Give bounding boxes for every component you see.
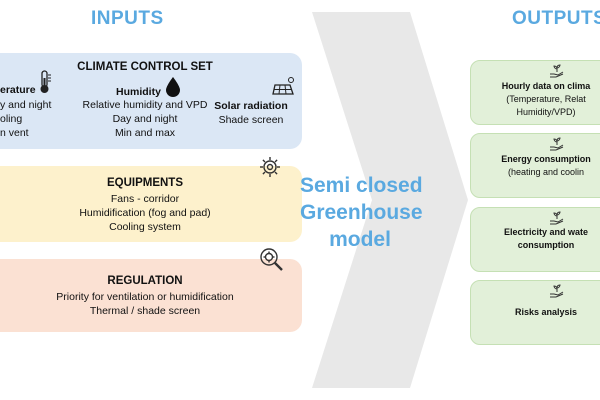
hand-plant-icon: [550, 284, 564, 298]
model-label-line-2: Greenhouse: [300, 201, 423, 224]
output-box-1: [470, 60, 600, 125]
output-1-line-2: Humidity/VPD): [516, 107, 576, 117]
model-label-line-3: model: [329, 228, 391, 251]
gear-icon: [260, 157, 280, 177]
output-box-3: [470, 207, 600, 272]
equipments-box: [0, 166, 302, 242]
temperature-line-1: y and night: [0, 99, 52, 111]
inputs-heading: INPUTS: [91, 8, 164, 29]
equipments-title: EQUIPMENTS: [106, 177, 184, 189]
solar-title: Solar radiation: [214, 100, 288, 112]
equipments-line-1: Fans - corridor: [110, 193, 180, 205]
output-3-title: Electricity and wate: [503, 227, 589, 237]
hand-plant-icon: [550, 137, 564, 151]
output-1-line-1: (Temperature, Relat: [506, 94, 586, 104]
hand-plant-icon: [550, 211, 564, 225]
thermometer-icon: [40, 70, 51, 93]
solar-panel-icon: [272, 77, 294, 95]
regulation-line-2: Thermal / shade screen: [89, 305, 201, 317]
regulation-title: REGULATION: [107, 275, 183, 287]
humidity-line-2: Day and night: [112, 113, 178, 125]
humidity-line-1: Relative humidity and VPD: [82, 99, 208, 111]
magnifier-gear-icon: [260, 248, 283, 271]
humidity-line-3: Min and max: [114, 127, 176, 139]
humidity-title: Humidity: [116, 86, 161, 98]
temperature-title: erature: [0, 84, 36, 96]
regulation-box: [0, 259, 302, 332]
regulation-line-1: Priority for ventilation or humidificati…: [56, 291, 234, 303]
outputs-heading: OUTPUTS: [512, 8, 600, 29]
equipments-line-3: Cooling system: [109, 221, 181, 233]
output-3-line-1: consumption: [517, 240, 575, 250]
output-box-2: [470, 133, 600, 198]
solar-line-1: Shade screen: [218, 114, 284, 126]
temperature-line-3: n vent: [0, 127, 29, 139]
output-2-line-1: (heating and coolin: [507, 167, 585, 177]
climate-control-box: [0, 53, 302, 149]
output-box-4: [470, 280, 600, 345]
climate-control-title: CLIMATE CONTROL SET: [77, 61, 213, 73]
output-2-title: Energy consumption: [501, 154, 591, 164]
output-1-title: Hourly data on clima: [501, 81, 591, 91]
temperature-line-2: oling: [0, 113, 23, 125]
equipments-line-2: Humidification (fog and pad): [79, 207, 211, 219]
output-4-title: Risks analysis: [514, 307, 578, 317]
model-label-line-1: Semi closed: [300, 174, 423, 197]
hand-plant-icon: [550, 64, 564, 78]
water-drop-icon: [166, 77, 180, 97]
